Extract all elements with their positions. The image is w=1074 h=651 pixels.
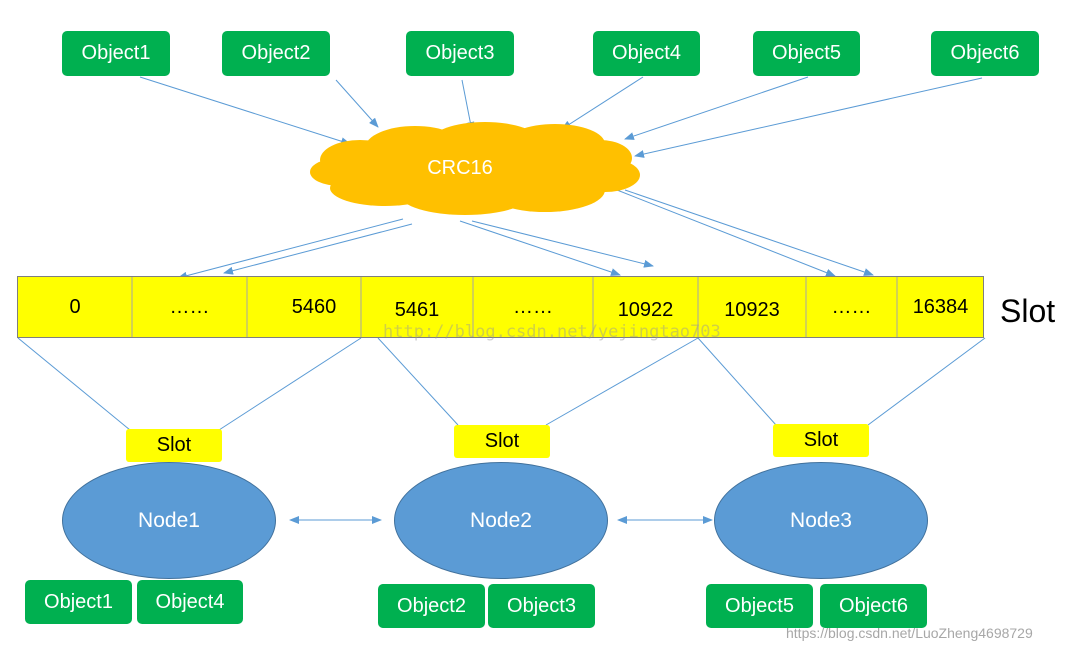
node1-slot-tag: Slot xyxy=(126,429,222,462)
top-object-5: Object5 xyxy=(753,31,860,76)
range-line-node1-right xyxy=(218,337,362,431)
node2-object-a: Object2 xyxy=(378,584,485,628)
arrow-object2-crc16 xyxy=(335,79,379,128)
crc16-label: CRC16 xyxy=(427,157,493,179)
slot-band xyxy=(17,276,984,338)
arrow-object4-crc16 xyxy=(561,76,644,130)
range-line-node2-right xyxy=(545,337,699,426)
slot-cell-0: 0 xyxy=(69,296,81,318)
arrow-object5-crc16 xyxy=(624,76,809,140)
arrow-crc16-slot-d xyxy=(471,220,654,268)
node-3: Node3 xyxy=(714,462,928,579)
top-object-4: Object4 xyxy=(593,31,700,76)
top-object-6: Object6 xyxy=(931,31,1039,76)
arrow-object3-crc16 xyxy=(461,79,475,132)
arrow-crc16-slot-e xyxy=(616,189,836,277)
slot-cell-5: 10922 xyxy=(617,299,674,321)
top-object-2: Object2 xyxy=(222,31,330,76)
arrow-crc16-slot-f xyxy=(624,189,874,276)
slot-cell-2: 5460 xyxy=(291,296,337,318)
arrow-crc16-slot-b xyxy=(223,223,413,275)
slot-cell-6: 10923 xyxy=(724,299,780,321)
arrow-crc16-slot-a xyxy=(177,218,404,280)
slot-cell-7: …… xyxy=(831,296,872,318)
node1-object-b: Object4 xyxy=(137,580,243,624)
slot-cell-1: …… xyxy=(169,296,210,318)
crc16-cloud xyxy=(310,122,640,215)
slot-cell-4: …… xyxy=(513,296,553,318)
slot-caption: Slot xyxy=(1000,293,1056,329)
node3-object-a: Object5 xyxy=(706,584,813,628)
node3-slot-tag: Slot xyxy=(773,424,869,457)
node-2: Node2 xyxy=(394,462,608,579)
arrow-object6-crc16 xyxy=(634,77,983,158)
node2-slot-tag: Slot xyxy=(454,425,550,458)
top-object-1: Object1 xyxy=(62,31,170,76)
range-line-node3-left xyxy=(697,337,777,426)
range-line-node1-left xyxy=(17,337,131,431)
node2-object-b: Object3 xyxy=(488,584,595,628)
slot-cell-8: 16384 xyxy=(912,296,969,318)
node-1: Node1 xyxy=(62,462,276,579)
watermark-center: http://blog.csdn.net/yejingtao703 xyxy=(383,322,721,342)
slot-cell-3: 5461 xyxy=(394,299,440,321)
range-line-node2-left xyxy=(377,337,459,426)
arrow-crc16-slot-c xyxy=(459,220,621,276)
watermark-corner: https://blog.csdn.net/LuoZheng4698729 xyxy=(786,625,1033,641)
top-object-3: Object3 xyxy=(406,31,514,76)
range-line-node3-right xyxy=(867,337,986,426)
arrow-object1-crc16 xyxy=(139,76,351,146)
node3-object-b: Object6 xyxy=(820,584,927,628)
node1-object-a: Object1 xyxy=(25,580,132,624)
